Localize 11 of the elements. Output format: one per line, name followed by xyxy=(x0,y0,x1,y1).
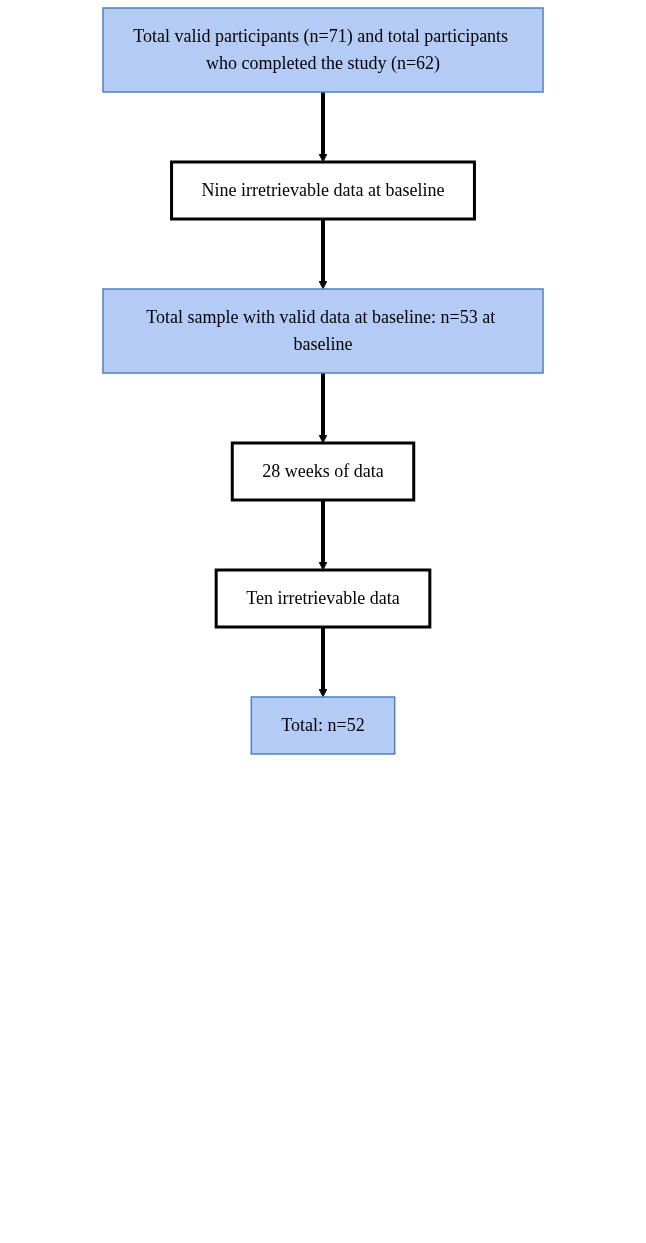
node-box: Total sample with valid data at baseline: n=53 at baseline xyxy=(102,288,544,374)
node-box: Total valid participants (n=71) and total participants who completed the study (n=62) xyxy=(102,7,544,93)
arrow xyxy=(318,373,328,444)
node-box: 28 weeks of data xyxy=(230,441,416,502)
node-box: Total: n=52 xyxy=(250,696,396,755)
arrow xyxy=(318,627,328,698)
arrow xyxy=(318,500,328,571)
arrow xyxy=(318,92,328,163)
node-box: Ten irretrievable data xyxy=(214,568,432,629)
arrow xyxy=(318,219,328,290)
node-box: Nine irretrievable data at baseline xyxy=(170,160,476,221)
